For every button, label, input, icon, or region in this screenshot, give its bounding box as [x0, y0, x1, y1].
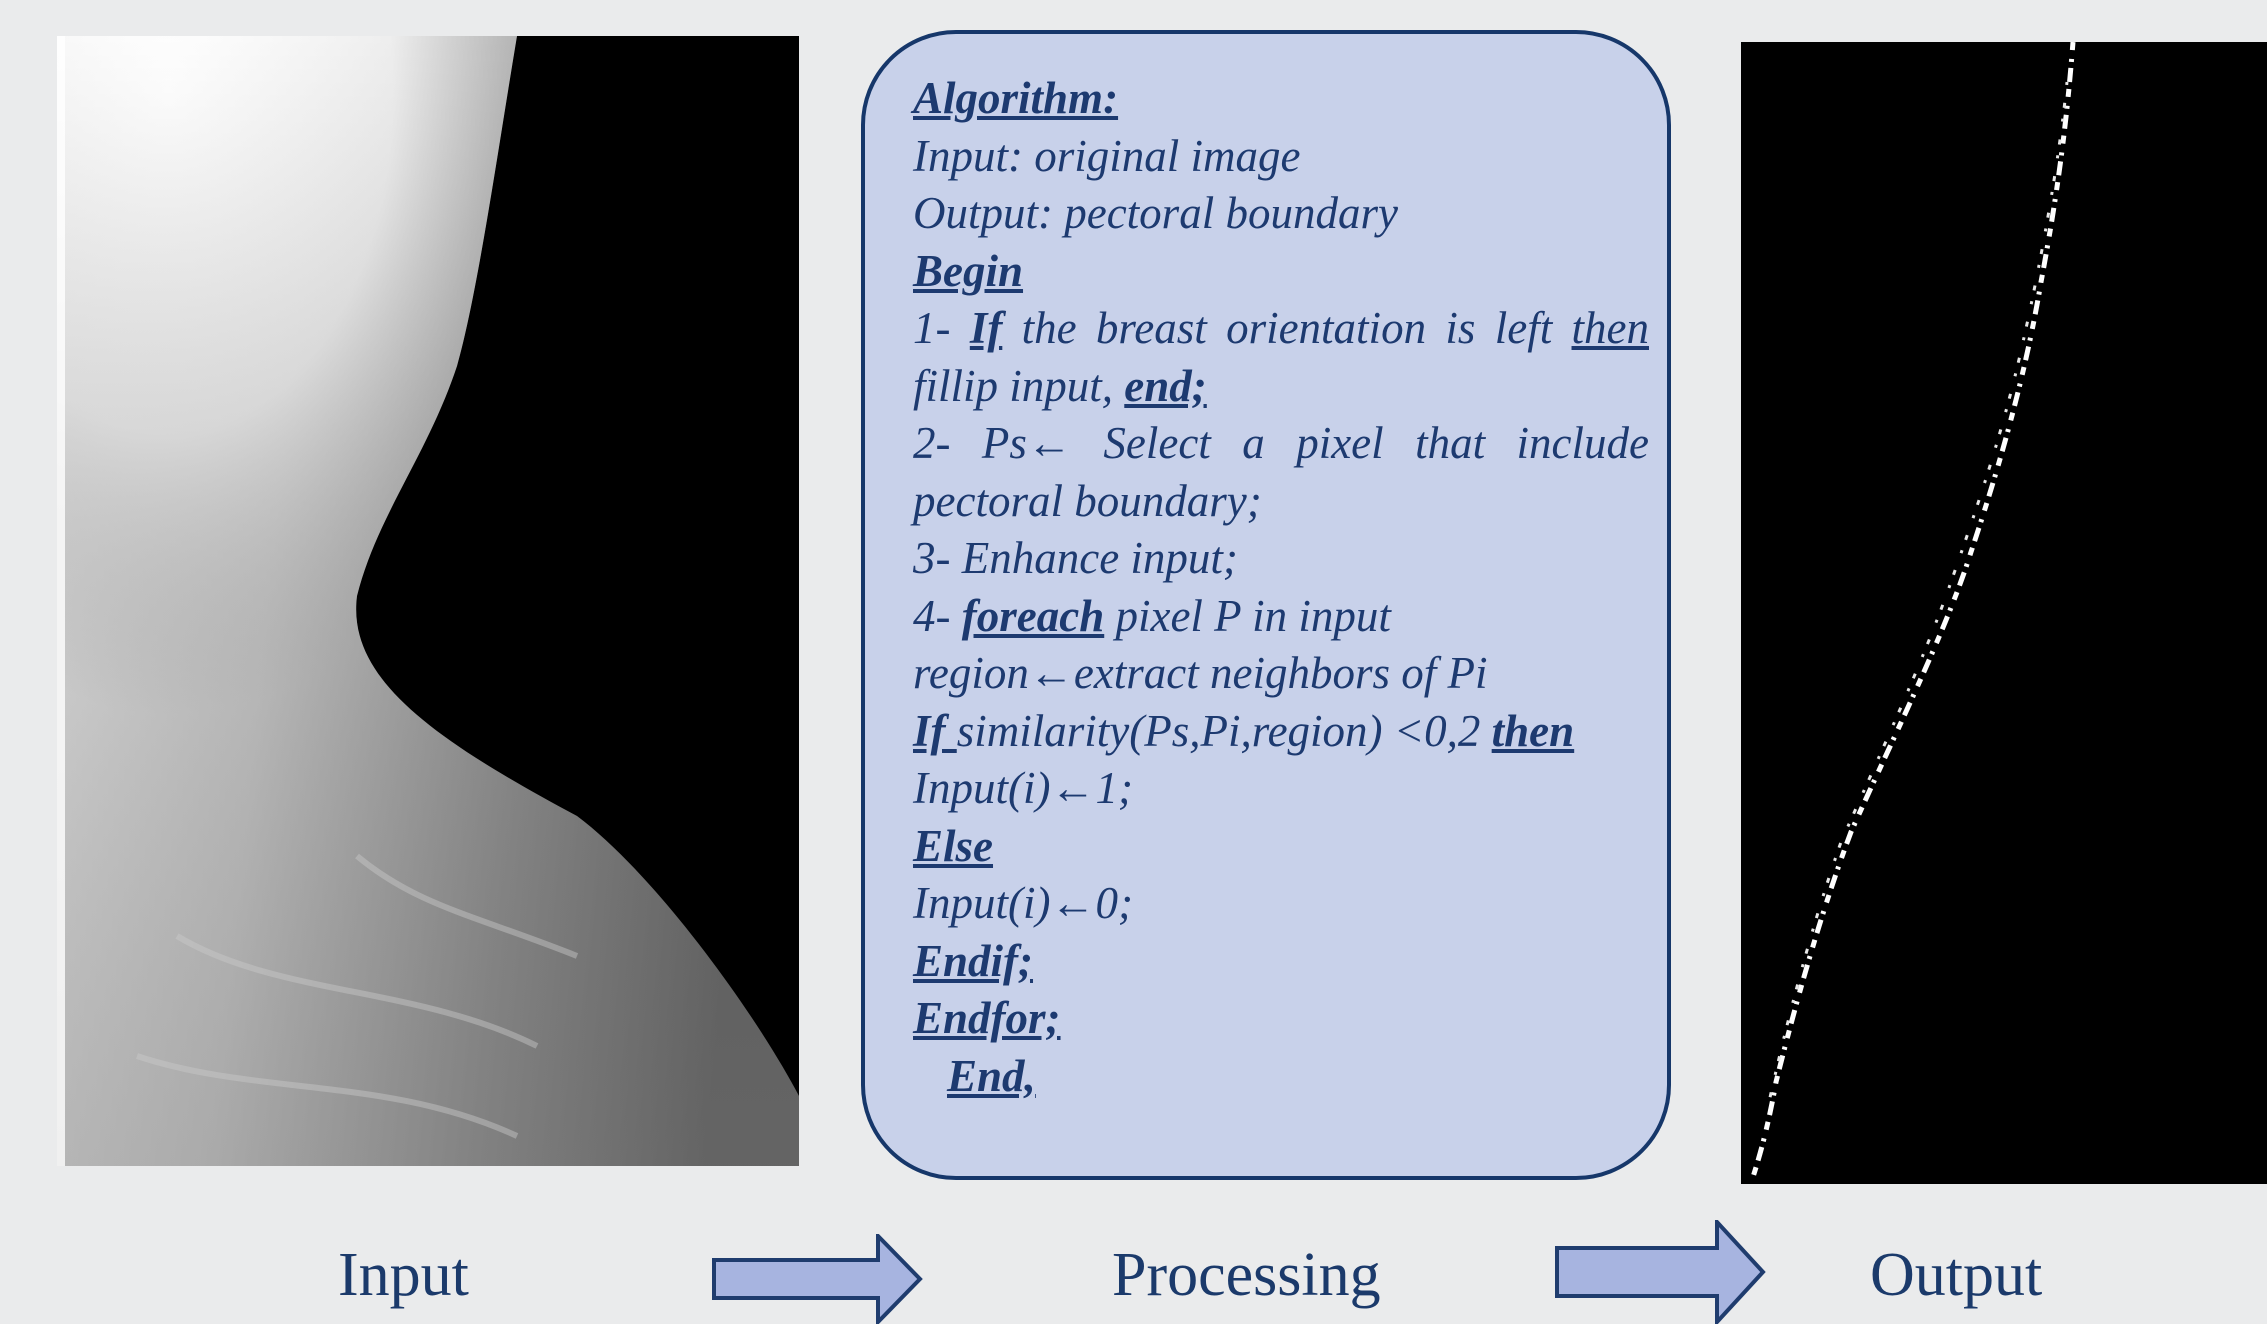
output-boundary-image: [1741, 42, 2267, 1184]
step1-end-keyword: end;: [1124, 361, 1207, 411]
step1-then-keyword: then: [1572, 303, 1649, 353]
step4-text: pixel P in input: [1104, 591, 1391, 641]
region-line: region←extract neighbors of Pi: [913, 645, 1649, 703]
then-keyword: then: [1492, 706, 1575, 756]
if-similarity-line: If similarity(Ps,Pi,region) <0,2 then: [913, 703, 1649, 761]
if-keyword: If: [913, 706, 957, 756]
begin-keyword: Begin: [913, 246, 1023, 296]
input-mammogram-image: [57, 36, 799, 1166]
assign-zero-line: Input(i)←0;: [913, 875, 1649, 933]
end-keyword: End,: [947, 1051, 1036, 1101]
else-line: Else: [913, 818, 1649, 876]
algorithm-box: Algorithm: Input: original image Output:…: [861, 30, 1671, 1180]
input-caption: Input: [338, 1240, 469, 1311]
step1-cont-text: fillip input,: [913, 361, 1124, 411]
step1-prefix: 1-: [913, 303, 970, 353]
processing-caption: Processing: [1112, 1240, 1381, 1311]
step1-line: 1- If the breast orientation is left the…: [913, 300, 1649, 358]
algorithm-title: Algorithm:: [913, 73, 1118, 123]
step1-continuation-line: fillip input, end;: [913, 358, 1649, 416]
arrow-right-icon: [712, 1234, 924, 1324]
endfor-line: Endfor;: [913, 990, 1649, 1048]
step1-text: the breast orientation is left: [1002, 303, 1571, 353]
endif-line: Endif;: [913, 933, 1649, 991]
endif-keyword: Endif;: [913, 936, 1033, 986]
output-caption: Output: [1870, 1240, 2042, 1311]
else-keyword: Else: [913, 821, 993, 871]
boundary-graphic: [1741, 42, 2267, 1184]
step4-prefix: 4-: [913, 591, 962, 641]
foreach-keyword: foreach: [962, 591, 1104, 641]
step2-line: 2- Ps← Select a pixel that include: [913, 415, 1649, 473]
endfor-keyword: Endfor;: [913, 993, 1061, 1043]
step1-if-keyword: If: [970, 303, 1003, 353]
step2-continuation-line: pectoral boundary;: [913, 473, 1649, 531]
algorithm-input-line: Input: original image: [913, 128, 1649, 186]
arrow-right-icon: [1555, 1220, 1767, 1324]
end-line: End,: [913, 1048, 1649, 1106]
algorithm-title-line: Algorithm:: [913, 70, 1649, 128]
assign-one-line: Input(i)←1;: [913, 760, 1649, 818]
step4-line: 4- foreach pixel P in input: [913, 588, 1649, 646]
begin-line: Begin: [913, 243, 1649, 301]
algorithm-output-line: Output: pectoral boundary: [913, 185, 1649, 243]
similarity-text: similarity(Ps,Pi,region) <0,2: [957, 706, 1492, 756]
mammogram-graphic: [57, 36, 799, 1166]
step3-line: 3- Enhance input;: [913, 530, 1649, 588]
